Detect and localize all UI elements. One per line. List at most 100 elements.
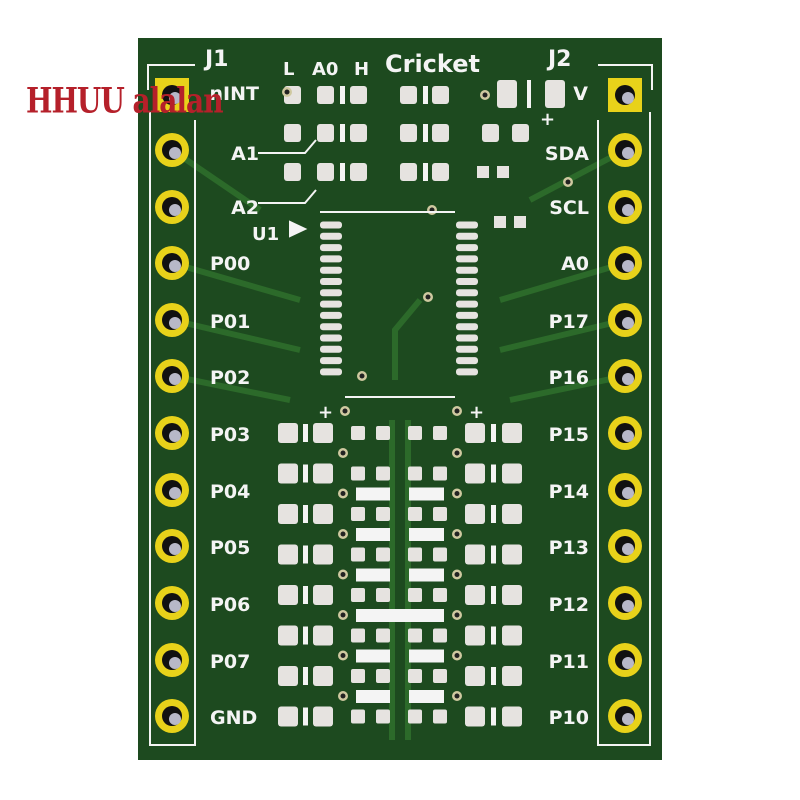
- silkscreen: [147, 64, 653, 746]
- resistor-pad: [278, 463, 298, 484]
- small-pad: [351, 628, 365, 643]
- via-hole: [454, 491, 460, 496]
- resistor-pad: [313, 585, 333, 605]
- resistor-pad: [502, 504, 522, 524]
- j2-pin-label-p17: P17: [549, 311, 589, 333]
- resistor-pad: [502, 463, 522, 484]
- resistor-pad: [465, 706, 485, 727]
- board-title: Cricket: [385, 50, 480, 78]
- j2-pin-label-scl: SCL: [549, 197, 589, 219]
- drill-hole-shine: [622, 204, 634, 216]
- resistor-pad: [278, 706, 298, 727]
- ic-pin-left: [320, 323, 342, 331]
- plus-mark-right: +: [469, 402, 484, 423]
- resistor-pad: [313, 706, 333, 727]
- silk-bar: [356, 487, 390, 501]
- silk-bar: [356, 690, 390, 703]
- drill-hole-shine: [169, 487, 181, 499]
- drill-hole-shine: [622, 317, 634, 329]
- j1-pin1-mark: [147, 64, 195, 90]
- via-hole: [340, 491, 346, 496]
- resistor-pad: [465, 504, 485, 524]
- silk-bar: [356, 649, 390, 663]
- trace: [171, 373, 291, 403]
- resistor-pad: [502, 585, 522, 605]
- small-pad: [376, 507, 390, 521]
- j2-pin-label-p13: P13: [549, 537, 589, 559]
- jumper-pad: [350, 163, 367, 181]
- jumper-pad: [317, 86, 334, 104]
- ic-pin-left: [320, 244, 342, 252]
- drill-hole-shine: [622, 543, 634, 555]
- ic-pin-left: [320, 300, 342, 308]
- j1-outline: [149, 112, 196, 746]
- ic-pin-left: [320, 266, 342, 274]
- resistor-pad: [502, 706, 522, 727]
- drill-hole-shine: [622, 147, 634, 159]
- resistor-silk: [303, 667, 308, 685]
- silk-bar: [409, 690, 444, 703]
- small-pad: [408, 669, 422, 683]
- jumper-pad: [284, 124, 301, 142]
- j1-pin-label-p07: P07: [210, 651, 250, 673]
- drill-hole-shine: [622, 600, 634, 612]
- via-hole: [340, 572, 346, 577]
- ic-pin-left: [320, 345, 342, 353]
- j1-pin-label-a2: A2: [231, 197, 259, 219]
- small-pad: [408, 507, 422, 521]
- small-pad: [408, 628, 422, 643]
- via-hole: [340, 450, 346, 456]
- pad: [497, 166, 509, 178]
- small-pad: [351, 466, 365, 481]
- a2-jumper-line: [258, 189, 317, 204]
- via-hole: [454, 693, 460, 699]
- drill-hole-shine: [622, 92, 634, 104]
- resistor-pad: [278, 585, 298, 605]
- jumper-pad: [317, 163, 334, 181]
- via-hole: [454, 531, 460, 537]
- ic-pin-right: [456, 345, 478, 353]
- pad: [514, 216, 526, 228]
- capacitor-pad: [497, 80, 517, 108]
- resistor-silk: [491, 626, 496, 645]
- via-hole: [454, 653, 460, 658]
- via-hole: [342, 408, 348, 414]
- drill-hole-shine: [169, 430, 181, 442]
- via-hole: [340, 531, 346, 537]
- plus-mark: +: [540, 109, 555, 130]
- small-pad: [433, 628, 447, 643]
- small-pad: [376, 628, 390, 643]
- pad: [512, 124, 529, 142]
- trace: [499, 317, 626, 353]
- resistor-silk: [303, 626, 308, 645]
- jumper-pad: [317, 124, 334, 142]
- small-pad: [376, 709, 390, 724]
- small-pad: [433, 466, 447, 481]
- ic-pin-right: [456, 300, 478, 308]
- small-pad: [433, 507, 447, 521]
- a1-jumper-line: [258, 139, 317, 154]
- smd-pads: [155, 78, 642, 733]
- resistor-silk: [491, 505, 496, 523]
- resistor-pad: [313, 666, 333, 686]
- jumper-pad: [432, 163, 449, 181]
- watermark-logo: HHUU alalan: [26, 80, 224, 122]
- capacitor-pad: [545, 80, 565, 108]
- jumper-bridge: [340, 124, 345, 142]
- ic-pin-right: [456, 334, 478, 342]
- pad: [482, 124, 499, 142]
- resistor-pad: [502, 625, 522, 646]
- pad: [494, 216, 506, 228]
- via-hole: [565, 179, 571, 185]
- j2-pin-label-a0: A0: [561, 253, 589, 275]
- silk-bar: [409, 568, 444, 582]
- ic-pin-left: [320, 255, 342, 263]
- ic-pin-left: [320, 221, 342, 229]
- resistor-pad: [465, 585, 485, 605]
- j2-ref: J2: [546, 47, 572, 72]
- resistor-pad: [313, 423, 333, 443]
- drill-hole-shine: [169, 317, 181, 329]
- drill-hole-shine: [169, 204, 181, 216]
- ic-pin-left: [320, 311, 342, 319]
- ic-pin-right: [456, 289, 478, 297]
